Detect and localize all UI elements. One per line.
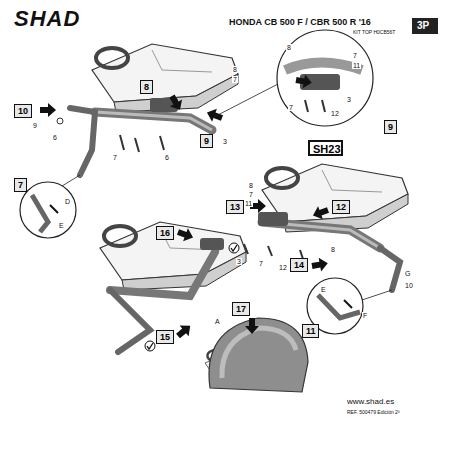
step-number-text: 10	[18, 107, 28, 116]
step-number-text: 16	[160, 229, 170, 238]
step-number: 10	[14, 104, 32, 118]
model-name: HONDA CB 500 F / CBR 500 R '16	[228, 18, 372, 27]
part-number: D	[64, 198, 71, 205]
step-number: 9	[200, 134, 213, 148]
kit-reference-box: SH23	[308, 140, 343, 156]
part-number: 3	[346, 96, 352, 103]
part-number: 9	[32, 122, 38, 129]
step-number-text: 9	[388, 123, 393, 132]
step-number-text: 14	[294, 261, 304, 270]
part-number: 7	[352, 52, 358, 59]
part-number: G	[404, 270, 411, 277]
step-number: 16	[156, 226, 174, 240]
part-number: 7	[232, 76, 238, 83]
part-number: 8	[286, 44, 292, 51]
part-number: A	[214, 318, 221, 325]
step-number-text: 8	[144, 83, 149, 92]
step-number: 7	[14, 178, 27, 192]
step-number-text: 17	[236, 305, 246, 314]
part-number: 3	[222, 138, 228, 145]
part-number: F	[362, 312, 368, 319]
step-number: 11	[302, 324, 319, 338]
part-number: 11	[352, 62, 361, 69]
part-number: 6	[164, 154, 170, 161]
step-number: 13	[226, 200, 244, 214]
step-number-text: 12	[336, 203, 346, 212]
part-number: 12	[330, 110, 340, 117]
step-number-text: 13	[230, 203, 240, 212]
step-number-text: 11	[306, 327, 315, 336]
step-number: 8	[140, 80, 153, 94]
step-number: 14	[290, 258, 308, 272]
brand-title: SHAD	[14, 8, 80, 30]
step-number-text: 7	[18, 181, 23, 190]
part-number: 8	[232, 66, 238, 73]
part-number: 3	[236, 258, 242, 265]
part-number: 7	[248, 191, 254, 198]
step-number: 17	[232, 302, 250, 316]
footer-text: REF. 500479 Edición 2ª	[346, 410, 401, 415]
step-number: 9	[384, 120, 397, 134]
part-number: 6	[52, 134, 58, 141]
part-number: 10	[404, 282, 414, 289]
logo-text: 3P	[416, 21, 430, 31]
part-number: E	[58, 222, 65, 229]
part-number: E	[320, 286, 327, 293]
step-number: 15	[156, 330, 174, 344]
step-number-text: SH23	[313, 144, 338, 155]
part-number: 7	[258, 260, 264, 267]
part-number: 11	[244, 200, 253, 207]
footer-text: www.shad.es	[346, 398, 395, 406]
step-number: 12	[332, 200, 350, 214]
part-number: 7	[288, 104, 294, 111]
part-number: 8	[330, 246, 336, 253]
part-number: 8	[248, 182, 254, 189]
kit-code: KIT TOP H0CB56T	[352, 30, 396, 35]
step-number-text: 15	[160, 333, 170, 342]
step-number-text: 9	[204, 137, 209, 146]
part-number: 7	[112, 154, 118, 161]
part-number: 12	[278, 264, 288, 271]
